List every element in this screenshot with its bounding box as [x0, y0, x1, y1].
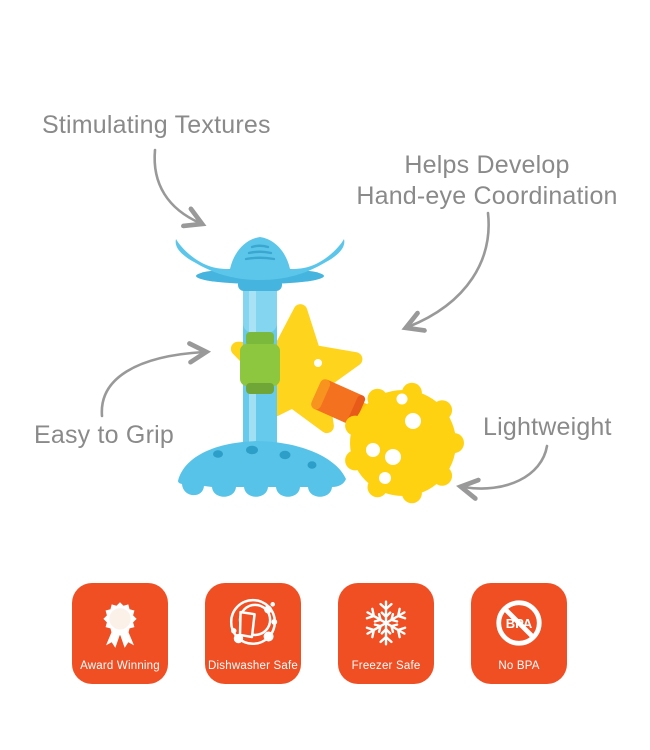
- connector: [311, 379, 380, 430]
- label-lightweight: Lightweight: [483, 413, 612, 441]
- badge-freezer-safe: Freezer Safe: [338, 583, 434, 684]
- label-helps-develop-line1: Helps Develop: [404, 151, 570, 179]
- arrow-easy-to-grip: [100, 352, 204, 418]
- badge-no-bpa: BPA No BPA: [471, 583, 567, 684]
- snowflake-icon: [363, 600, 409, 646]
- grip-ring: [240, 332, 280, 394]
- label-helps-develop-line2: Hand-eye Coordination: [356, 182, 618, 210]
- gear-teether: [345, 382, 464, 504]
- dishwasher-safe-icon: [229, 598, 278, 646]
- badge-label: Freezer Safe: [351, 660, 421, 672]
- label-helps-develop: Helps Develop Hand-eye Coordination: [337, 150, 637, 212]
- arrow-stimulating-textures: [153, 148, 200, 223]
- arrow-lightweight: [463, 444, 549, 489]
- dome-base: [178, 441, 346, 497]
- feature-badges: Award Winning Dishwasher Safe: [72, 583, 567, 684]
- award-ribbon-icon: [103, 602, 137, 648]
- badge-dishwasher-safe: Dishwasher Safe: [205, 583, 301, 684]
- label-easy-to-grip: Easy to Grip: [34, 421, 174, 449]
- toy-stem: [238, 278, 282, 453]
- label-stimulating-textures: Stimulating Textures: [42, 111, 271, 139]
- badge-award-winning: Award Winning: [72, 583, 168, 684]
- teether-toy-image: [175, 237, 464, 504]
- badge-label: Dishwasher Safe: [208, 660, 298, 672]
- flower-top: [175, 237, 345, 284]
- arrow-helps-develop: [408, 211, 490, 327]
- no-bpa-icon: BPA: [496, 600, 542, 646]
- badge-label: No BPA: [498, 660, 540, 672]
- badge-label: Award Winning: [80, 660, 160, 672]
- star-teether: [230, 304, 363, 434]
